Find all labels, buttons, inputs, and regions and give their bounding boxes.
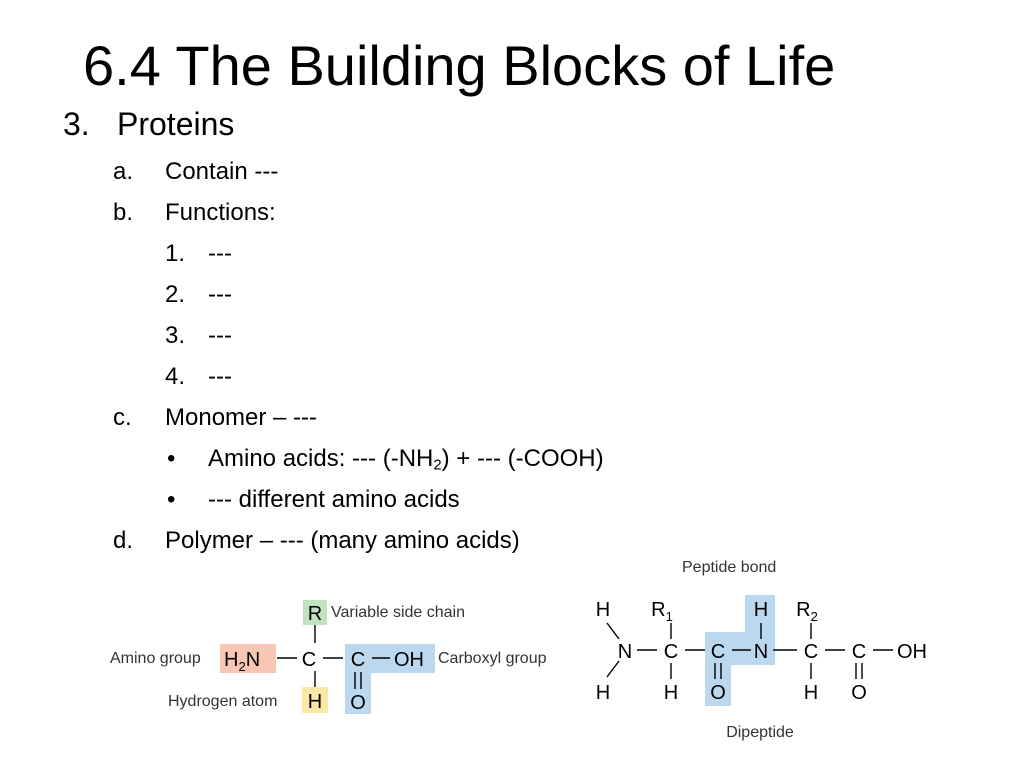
bond-line bbox=[606, 660, 620, 678]
atom-h-bottom-left: H bbox=[596, 682, 610, 704]
atom-r1: R1 bbox=[651, 599, 673, 624]
bullet-label: --- different amino acids bbox=[208, 486, 460, 513]
carboxyl-group-label: Carboxyl group bbox=[438, 650, 547, 667]
atom-o: O bbox=[350, 692, 366, 714]
slide-title: 6.4 The Building Blocks of Life bbox=[83, 34, 836, 97]
atom-h: H bbox=[308, 691, 322, 713]
list-item-marker: d. bbox=[113, 527, 134, 554]
function-item-label: --- bbox=[208, 322, 232, 349]
amino-group-highlight bbox=[220, 644, 276, 673]
atom-n-amide: N bbox=[754, 641, 768, 663]
dipeptide-label: Dipeptide bbox=[726, 724, 794, 741]
peptide-bond-label: Peptide bond bbox=[682, 559, 776, 576]
atom-h-top-left: H bbox=[596, 599, 610, 621]
outline-heading-label: Proteins bbox=[117, 106, 235, 142]
atom-c-alpha: C bbox=[302, 649, 316, 671]
list-item-label: Monomer – --- bbox=[165, 404, 318, 431]
list-item-marker: b. bbox=[113, 199, 134, 226]
function-item-label: --- bbox=[208, 281, 232, 308]
bullet-text-part: ) + --- (-COOH) bbox=[441, 445, 604, 472]
atom-c2: C bbox=[804, 641, 818, 663]
list-item-marker: a. bbox=[113, 158, 134, 185]
atom-r2: R2 bbox=[796, 599, 818, 624]
bond-line bbox=[606, 622, 620, 640]
list-item-label: Functions: bbox=[165, 199, 276, 226]
hydrogen-highlight bbox=[302, 687, 328, 713]
bullet-marker: • bbox=[167, 445, 176, 472]
atom-oh-terminal: OH bbox=[897, 641, 927, 663]
atom-c-terminal: C bbox=[852, 641, 866, 663]
function-item-number: 3. bbox=[165, 322, 186, 349]
atom-h2n: H2N bbox=[224, 649, 260, 674]
side-chain-highlight bbox=[303, 600, 327, 625]
function-item-label: --- bbox=[208, 240, 232, 267]
function-item-label: --- bbox=[208, 363, 232, 390]
atom-c1: C bbox=[664, 641, 678, 663]
bullet-marker: • bbox=[167, 486, 176, 513]
list-item-marker: c. bbox=[113, 404, 132, 431]
bullet-text-part: Amino acids: --- (-NH bbox=[208, 445, 434, 472]
atom-h-amide: H bbox=[754, 599, 768, 621]
atom-h-c1: H bbox=[664, 682, 678, 704]
atom-r: R bbox=[308, 603, 322, 625]
list-item-label: Polymer – --- (many amino acids) bbox=[165, 527, 520, 554]
list-item-label: Contain --- bbox=[165, 158, 279, 185]
function-item-number: 2. bbox=[165, 281, 186, 308]
atom-n-left: N bbox=[618, 641, 632, 663]
carboxyl-highlight bbox=[345, 644, 435, 714]
atom-o-terminal: O bbox=[851, 682, 867, 704]
amino-group-label: Amino group bbox=[110, 650, 201, 667]
subscript: 2 bbox=[433, 457, 442, 474]
side-chain-label: Variable side chain bbox=[331, 604, 465, 621]
atom-o-carbonyl: O bbox=[710, 682, 726, 704]
atom-c-carbonyl: C bbox=[711, 641, 725, 663]
amino-acid-diagram: R Variable side chain Amino group H2N C … bbox=[110, 600, 547, 714]
atom-h-c2: H bbox=[804, 682, 818, 704]
function-item-number: 4. bbox=[165, 363, 186, 390]
hydrogen-atom-label: Hydrogen atom bbox=[168, 693, 277, 710]
function-item-number: 1. bbox=[165, 240, 186, 267]
atom-oh: OH bbox=[394, 649, 424, 671]
atom-c-carboxyl: C bbox=[351, 649, 365, 671]
dipeptide-diagram: Peptide bond H R1 H R2 N C C N C C OH H … bbox=[596, 559, 927, 741]
outline-heading-number: 3. bbox=[63, 106, 90, 142]
bullet-label: Amino acids: --- (-NH2) + --- (-COOH) bbox=[208, 444, 604, 474]
